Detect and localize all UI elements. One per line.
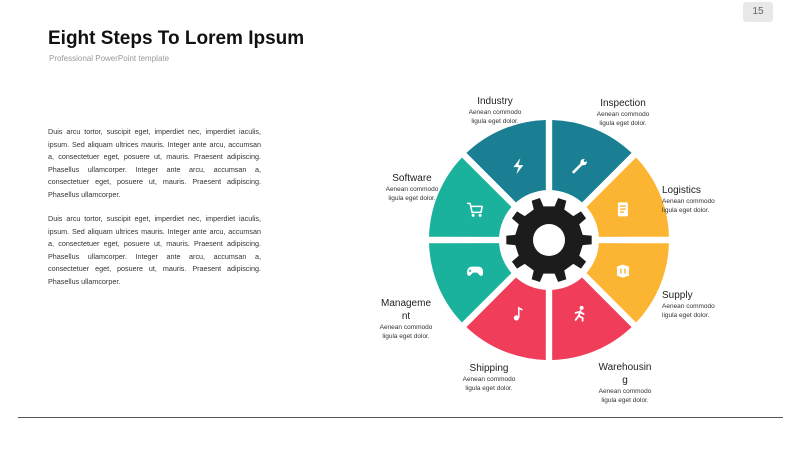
step-label-industry: Industry Aenean commodo ligula eget dolo… — [452, 95, 538, 126]
step-desc: Aenean commodo — [385, 186, 439, 193]
step-title: Logistics — [662, 185, 701, 196]
clipboard-icon — [617, 202, 628, 217]
step-title: Warehousin g — [598, 362, 652, 386]
step-desc: ligula eget dolor. — [465, 385, 513, 392]
step-desc: ligula eget dolor. — [382, 333, 430, 340]
page-subtitle: Professional PowerPoint template — [49, 54, 170, 63]
slide-number: 15 — [743, 2, 773, 22]
cart-icon — [467, 202, 483, 217]
body-paragraph: Duis arcu tortor, suscipit eget, imperdi… — [48, 214, 261, 286]
gear-hole — [533, 224, 565, 256]
step-desc: ligula eget dolor. — [601, 397, 649, 404]
body-paragraph: Duis arcu tortor, suscipit eget, imperdi… — [48, 127, 261, 199]
step-desc: ligula eget dolor. — [662, 312, 710, 319]
step-desc: ligula eget dolor. — [662, 207, 710, 214]
step-label-software: Software Aenean commodo ligula eget dolo… — [372, 172, 452, 203]
step-title: Software — [392, 173, 432, 184]
step-label-inspection: Inspection Aenean commodo ligula eget do… — [580, 97, 666, 128]
lightning-icon — [513, 158, 524, 175]
step-desc: Aenean commodo — [462, 376, 516, 383]
step-desc: Aenean commodo — [662, 303, 715, 310]
step-label-logistics: Logistics Aenean commodo ligula eget dol… — [662, 184, 732, 215]
box-icon — [616, 264, 629, 278]
step-title: Shipping — [469, 363, 509, 374]
step-label-warehousing: Warehousin g Aenean commodo ligula eget … — [585, 361, 665, 405]
step-desc: ligula eget dolor. — [599, 120, 647, 127]
step-title: Manageme nt — [380, 298, 432, 322]
step-desc: Aenean commodo — [468, 109, 522, 116]
step-desc: Aenean commodo — [598, 388, 652, 395]
step-title: Supply — [662, 290, 693, 301]
step-label-supply: Supply Aenean commodo ligula eget dolor. — [662, 289, 732, 320]
divider — [18, 417, 783, 418]
wrench-icon — [572, 158, 587, 174]
step-label-shipping: Shipping Aenean commodo ligula eget dolo… — [449, 362, 529, 393]
step-desc: Aenean commodo — [379, 324, 433, 331]
step-desc: Aenean commodo — [662, 198, 715, 205]
step-desc: ligula eget dolor. — [388, 195, 436, 202]
step-desc: ligula eget dolor. — [471, 118, 519, 125]
step-title: Inspection — [600, 98, 646, 109]
music-note-icon — [513, 306, 523, 321]
gamepad-icon — [467, 266, 484, 276]
step-desc: Aenean commodo — [596, 111, 650, 118]
step-label-management: Manageme nt Aenean commodo ligula eget d… — [366, 297, 446, 341]
step-title: Industry — [477, 96, 513, 107]
running-person-icon — [574, 305, 585, 322]
page-title: Eight Steps To Lorem Ipsum — [48, 28, 305, 49]
